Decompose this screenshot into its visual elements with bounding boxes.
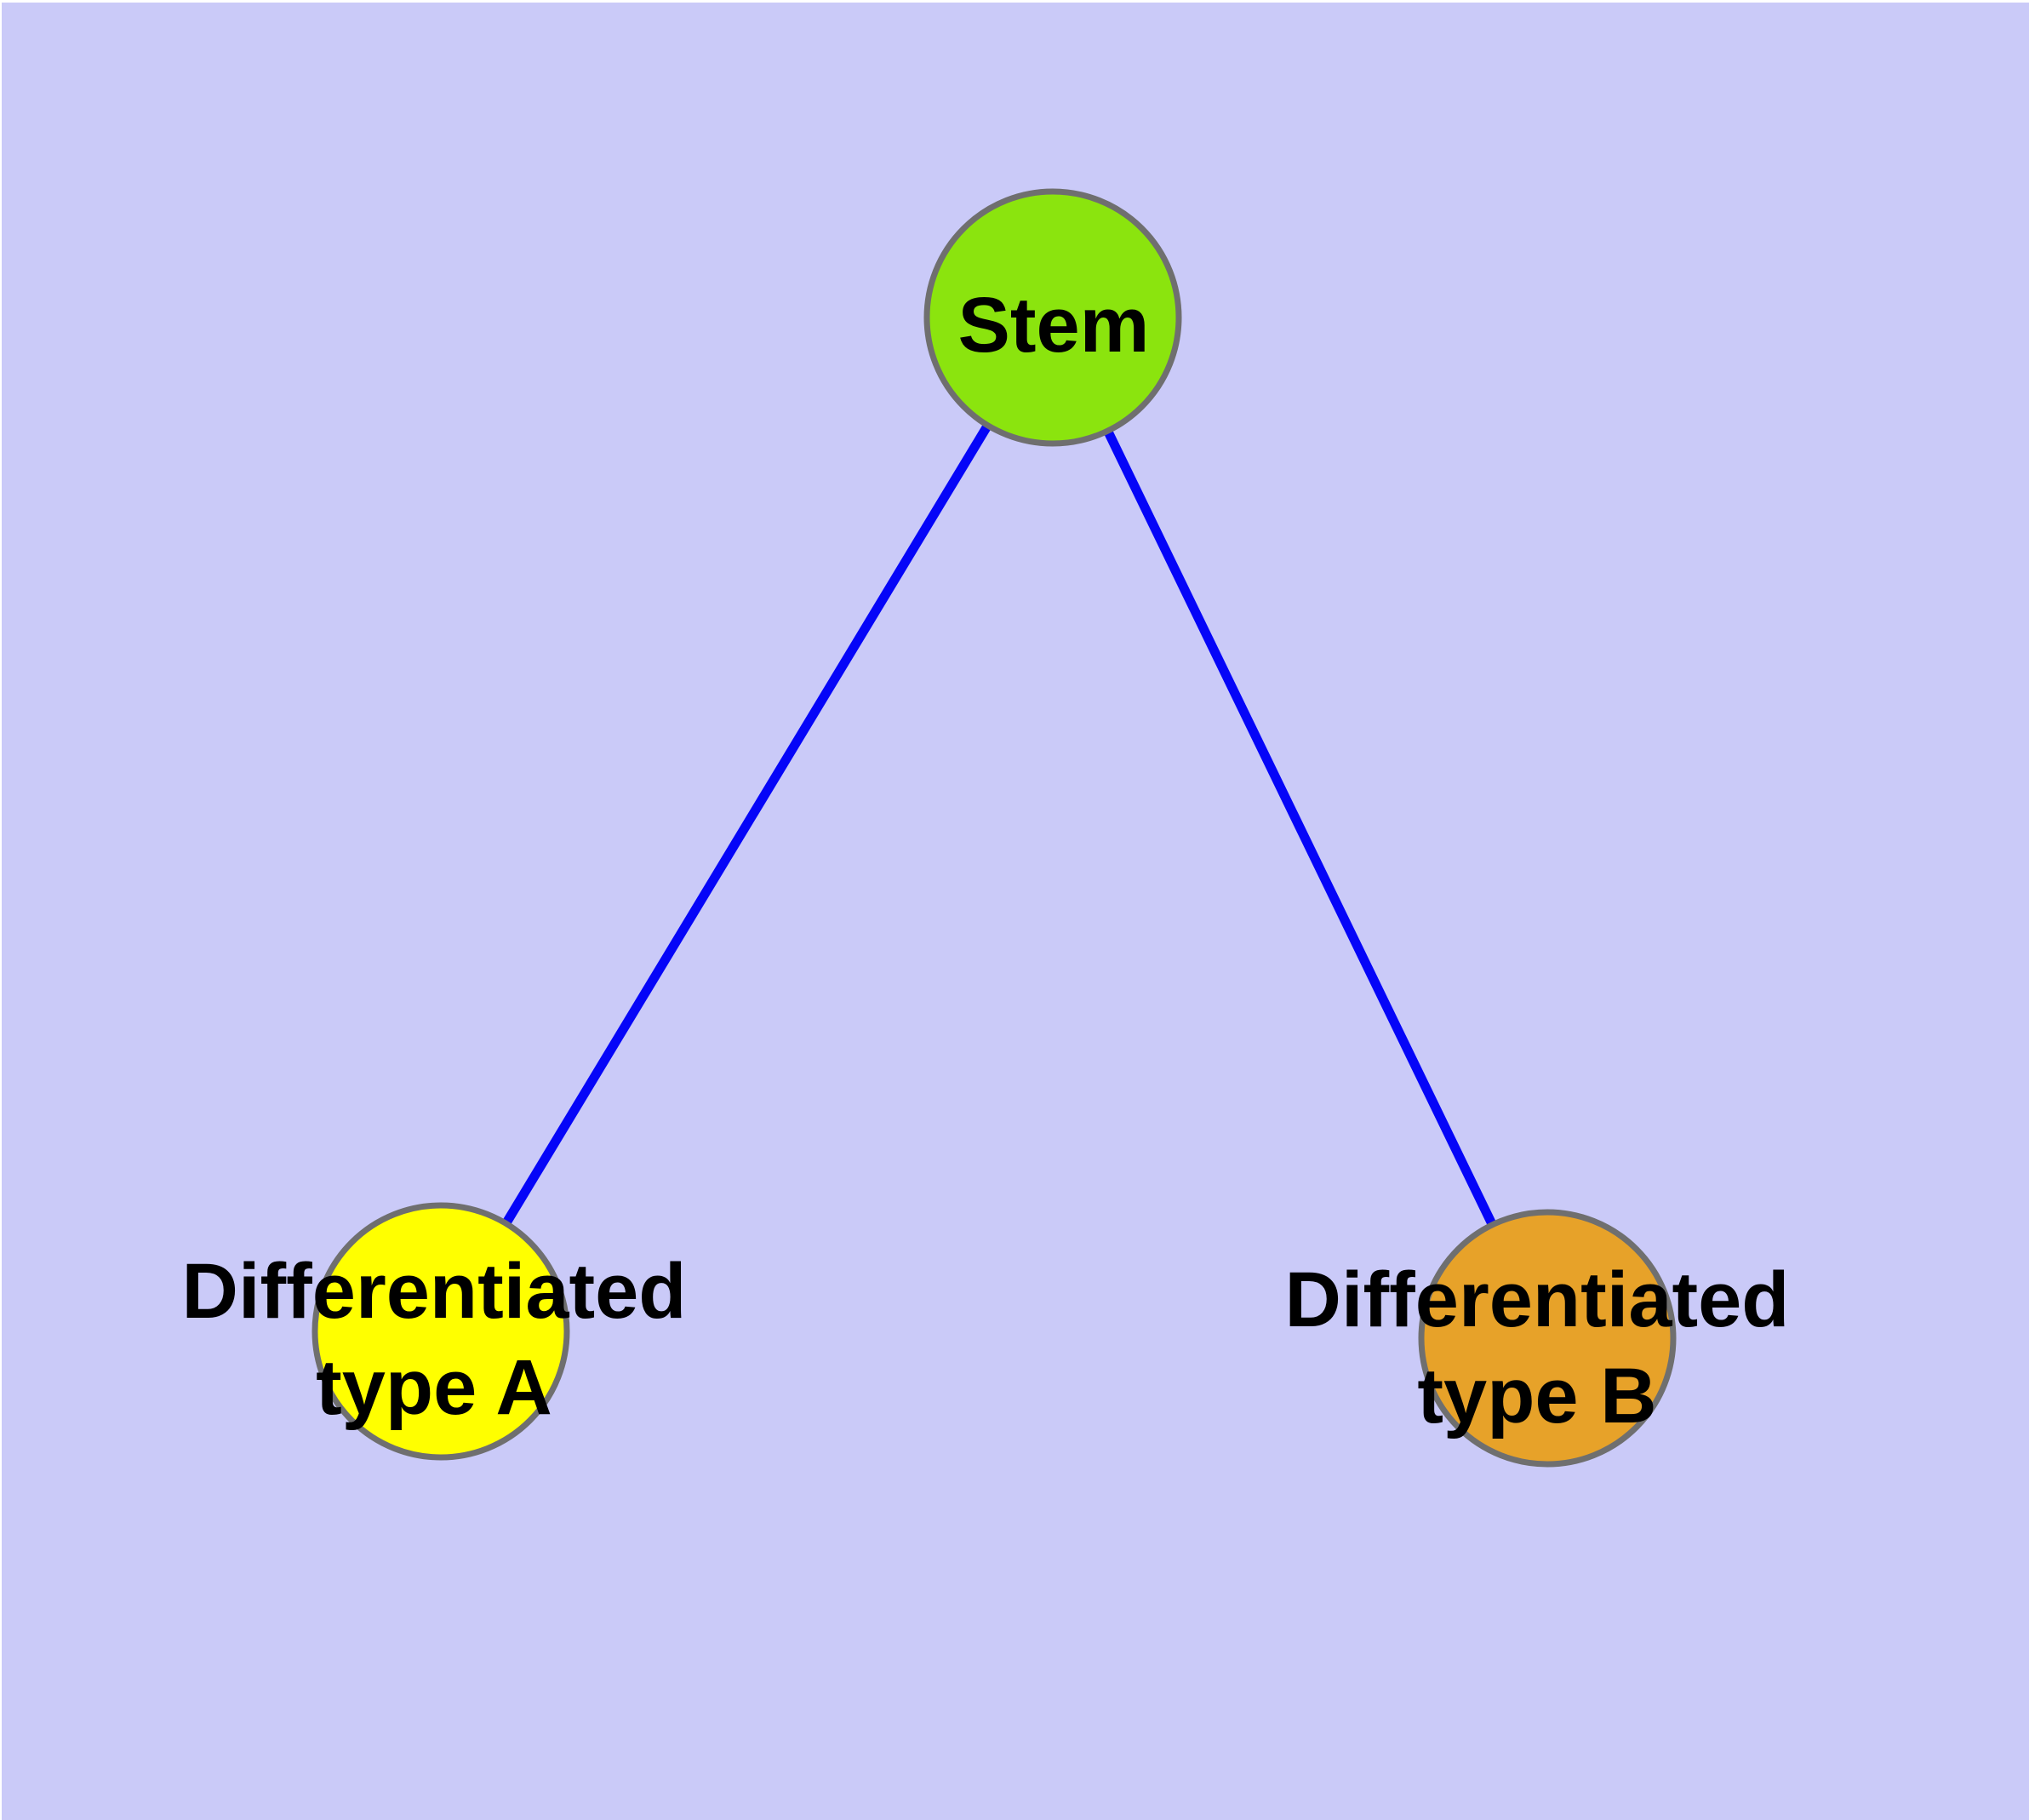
- node-type-b-label-line1: Differentiated: [1285, 1256, 1790, 1343]
- edge-stem-to-type-b: [1049, 315, 1552, 1341]
- node-type-a-label-line1: Differentiated: [182, 1248, 687, 1335]
- node-type-a-label-line2: type A: [316, 1344, 552, 1431]
- node-stem-circle: [923, 188, 1182, 447]
- node-type-b-circle: [1418, 1209, 1677, 1468]
- node-type-a-circle: [311, 1202, 570, 1461]
- node-type-b-label-line2: type B: [1417, 1353, 1656, 1439]
- edge-stem-to-type-a: [437, 315, 1057, 1334]
- node-stem-label: Stem: [958, 282, 1150, 369]
